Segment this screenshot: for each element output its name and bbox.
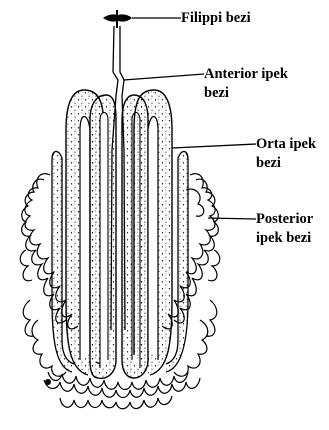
middle-silk-gland xyxy=(52,90,188,378)
filippi-gland xyxy=(103,10,132,28)
posterior-silk-gland xyxy=(20,174,220,409)
label-anterior-silk-gland: Anterior ipek bezi xyxy=(204,65,288,103)
label-posterior-line2: ipek bezi xyxy=(256,229,313,248)
label-anterior-line2: bezi xyxy=(204,84,288,103)
label-filippi-text: Filippi bezi xyxy=(181,10,251,26)
label-posterior-line1: Posterior xyxy=(256,210,313,229)
label-posterior-silk-gland: Posterior ipek bezi xyxy=(256,210,313,248)
gland-dot xyxy=(45,379,51,385)
label-anterior-line1: Anterior ipek xyxy=(204,65,288,84)
label-filippi-gland: Filippi bezi xyxy=(181,9,251,28)
label-orta-line2: bezi xyxy=(256,154,316,173)
label-middle-silk-gland: Orta ipek bezi xyxy=(256,135,316,173)
label-orta-line1: Orta ipek xyxy=(256,135,316,154)
